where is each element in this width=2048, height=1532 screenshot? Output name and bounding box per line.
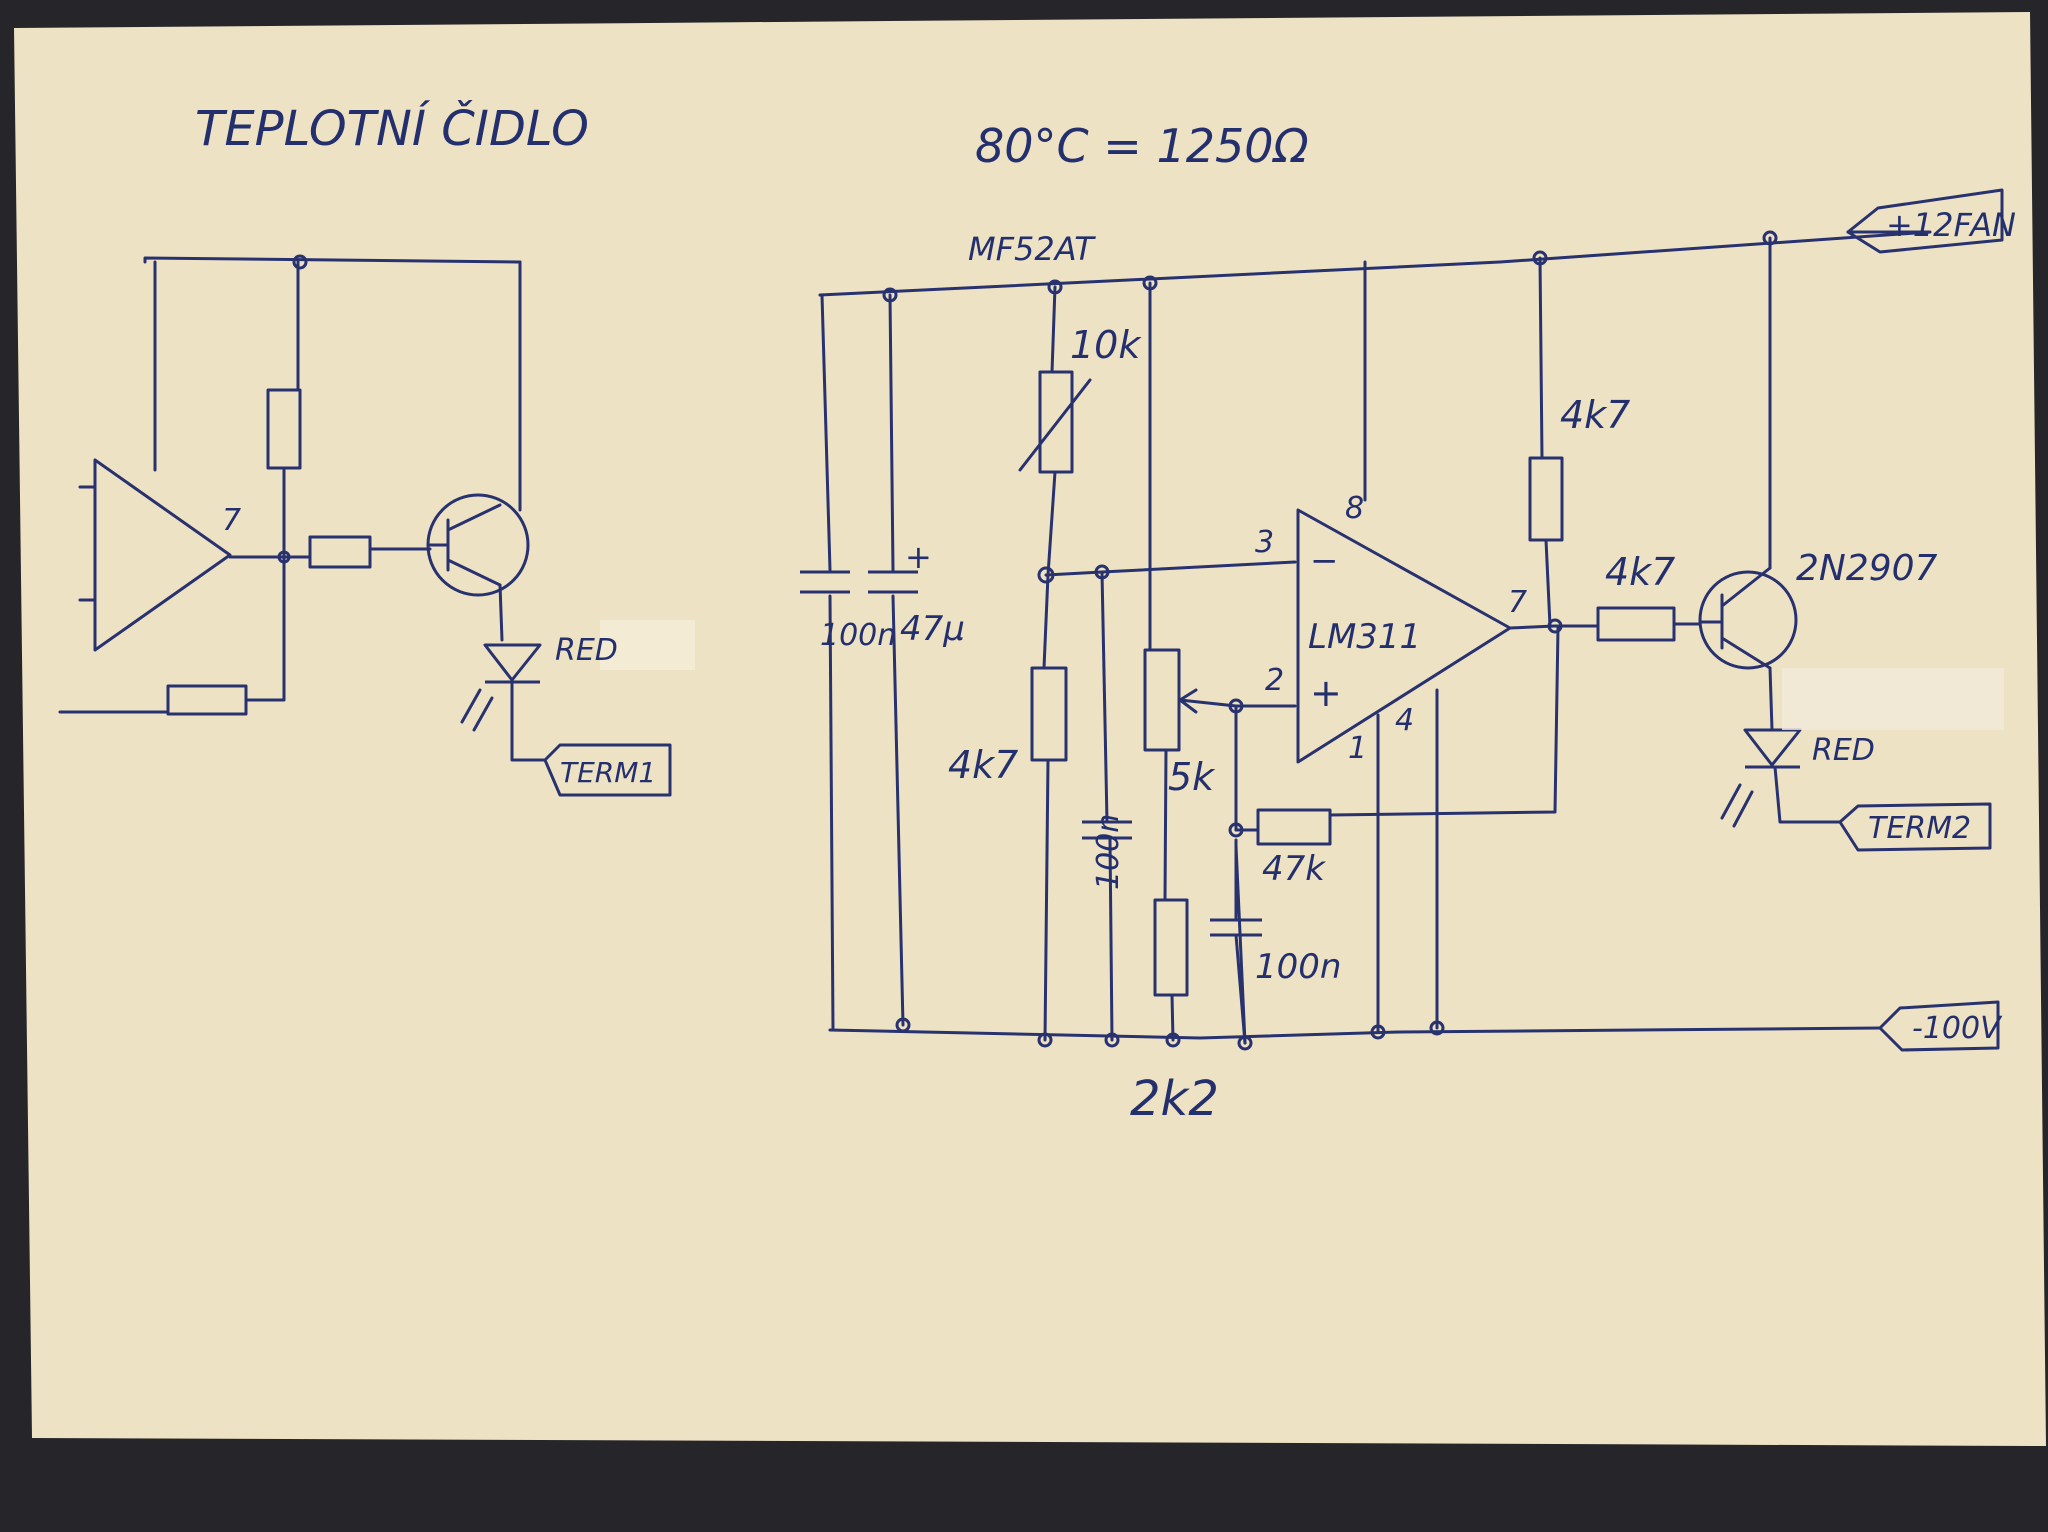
positive-rail <box>818 230 1932 297</box>
term2-label: TERM2 <box>1868 811 1971 846</box>
pin-4-label: 4 <box>1395 703 1414 738</box>
small-cap-label: 100n <box>1091 814 1126 890</box>
noninverting-input-sign: + <box>1310 671 1342 715</box>
thermistor-part-label: MF52AT <box>968 230 1096 268</box>
pin-3-label: 3 <box>1255 525 1274 560</box>
bottom-resistor-label: 2k2 <box>1130 1071 1219 1127</box>
pnp-transistor-circle <box>1698 570 1798 670</box>
transistor-label: 2N2907 <box>1796 548 1938 589</box>
left-transistor-circle <box>426 493 530 597</box>
led-right-label: RED <box>1812 733 1875 768</box>
pot-label: 5k <box>1168 755 1216 799</box>
left-pin-7-label: 7 <box>222 503 241 538</box>
right-schematic <box>800 188 2004 1052</box>
pin-2-label: 2 <box>1265 663 1284 698</box>
bulk-cap-label: 47μ <box>900 609 965 649</box>
thermistor-value-label: 10k <box>1070 323 1142 367</box>
supply-positive-label: +12FAN <box>1886 206 2016 244</box>
pullup-resistor-label: 4k7 <box>1560 393 1630 437</box>
lm311-triangle <box>1296 508 1512 764</box>
left-sketch <box>58 254 672 797</box>
cap-plus-sign: + <box>905 538 932 576</box>
base-resistor-label: 4k7 <box>1605 550 1675 594</box>
tape-right <box>1782 668 2004 730</box>
paper-sheet <box>14 12 2046 1446</box>
left-opamp-triangle <box>93 458 232 652</box>
term1-label: TERM1 <box>560 756 656 789</box>
ic-label: LM311 <box>1308 617 1421 657</box>
pin-7-label: 7 <box>1508 585 1527 620</box>
formula: 80°C = 1250Ω <box>975 119 1309 173</box>
feedback-resistor-label: 47k <box>1262 849 1326 889</box>
feedback-cap-label: 100n <box>1255 947 1341 987</box>
divider-resistor-label: 4k7 <box>948 743 1018 787</box>
decoupling-cap-label: 100n <box>820 618 896 653</box>
led-left-label: RED <box>555 633 618 668</box>
pin-1-label: 1 <box>1348 731 1367 766</box>
sheet-title: TEPLOTNÍ ČIDLO <box>195 100 589 157</box>
tape-left <box>600 620 695 670</box>
pin-8-label: 8 <box>1345 491 1364 526</box>
inverting-input-sign: − <box>1310 541 1339 581</box>
negative-rail <box>828 1026 1882 1040</box>
supply-negative-label: -100V <box>1912 1011 2003 1046</box>
